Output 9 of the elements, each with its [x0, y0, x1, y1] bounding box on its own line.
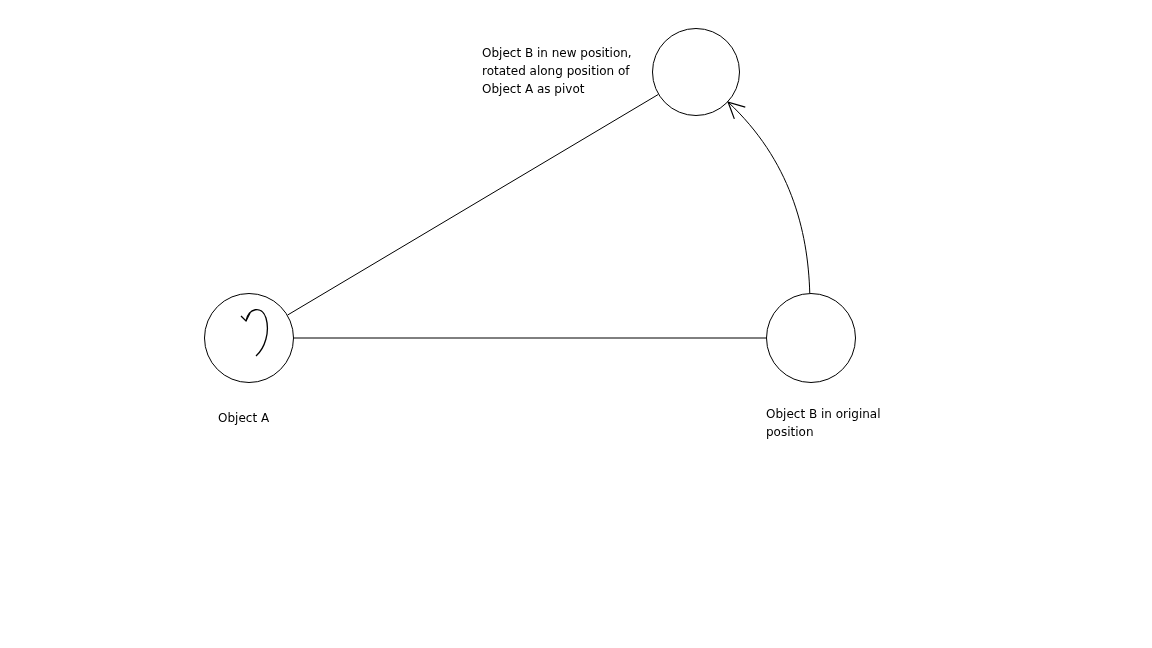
connector-line — [293, 337, 767, 339]
caption-text: Object A — [218, 410, 271, 427]
circle-node — [204, 293, 294, 383]
caption-text: Object B in new position, rotated along position of Object A as pivot — [482, 45, 633, 98]
circle-node — [652, 28, 740, 116]
circle-node — [766, 293, 856, 383]
connector-line — [287, 94, 659, 316]
caption-text: Object B in original position — [766, 406, 882, 441]
arrow — [727, 101, 811, 294]
